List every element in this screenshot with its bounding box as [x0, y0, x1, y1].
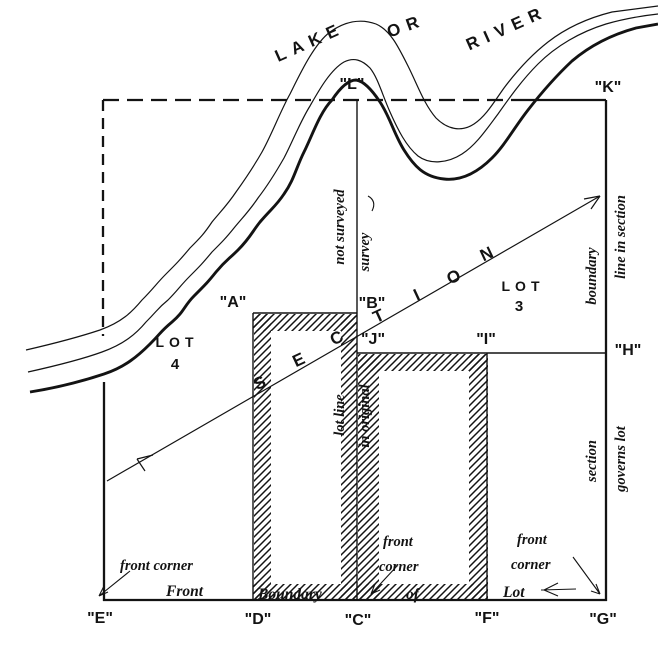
section-letter-i: I [411, 285, 423, 304]
river [25, 5, 658, 394]
corner-label-B: "B" [359, 295, 386, 312]
note-corner-c: corner [379, 559, 419, 575]
lot4-label: LOT [156, 334, 199, 350]
note-corner-g: corner [511, 557, 551, 573]
lot4-number: 4 [171, 356, 180, 373]
leader-arrow-E [98, 570, 131, 597]
leader-survey-hook [367, 195, 375, 212]
river-bank-outer [25, 5, 658, 351]
note-front-word: Front [165, 583, 204, 600]
lot3-number: 3 [515, 298, 523, 315]
leader-arrow-G [572, 556, 601, 595]
note-lot-line: lot line [332, 394, 348, 436]
corner-label-D: "D" [245, 611, 272, 628]
hatch-strip-JC-right [358, 355, 379, 600]
river-bank-inner-thick [29, 22, 658, 394]
bottom-annotations: front corner Front Boundary front corner… [120, 532, 551, 603]
corner-label-J: "J" [361, 331, 385, 348]
corner-label-H: "H" [615, 342, 642, 359]
river-bank-middle [27, 13, 658, 373]
section-letter-n: N [477, 243, 496, 265]
corner-label-G: "G" [589, 611, 617, 628]
rotated-notes: not surveyed survey lot line in original… [332, 189, 629, 493]
corner-label-I: "I" [476, 331, 496, 348]
lot-lines [252, 100, 606, 600]
lot3-label: LOT [502, 278, 545, 294]
section-letter-e: E [290, 349, 308, 371]
note-not-surveyed: not surveyed [332, 189, 348, 265]
corner-label-K: "K" [595, 79, 622, 96]
note-line-in-section: line in section [613, 195, 629, 279]
corner-label-F: "F" [475, 610, 500, 627]
hatch-strip-AB [253, 314, 357, 331]
note-governs-lot: governs lot [613, 425, 629, 493]
section-arrow-head-upper [583, 195, 601, 210]
note-section: section [584, 440, 600, 483]
note-boundary-word: Boundary [257, 586, 322, 603]
leader-arrows [98, 195, 601, 597]
water-word-river: RIVER [463, 2, 550, 55]
leader-arrow-C [370, 565, 398, 595]
water-word-or: OR [384, 10, 428, 41]
section-boundaries [101, 98, 608, 602]
note-of-word: of [406, 586, 421, 603]
hatch-strip-AD [254, 314, 271, 600]
note-front-corner-e: front corner [120, 558, 193, 574]
hatch-strip-BC-left [341, 316, 357, 600]
hatch-strip-IF [469, 354, 488, 600]
section-arrow [106, 195, 601, 482]
note-front-c: front [383, 534, 414, 550]
corner-label-A: "A" [220, 294, 247, 311]
corner-label-C: "C" [345, 612, 372, 629]
note-survey: survey [357, 232, 373, 272]
water-word-lake: LAKE [272, 18, 348, 66]
section-arrow-line [106, 195, 601, 482]
corner-labels: "L" "K" "A" "B" "J" "I" "H" "E" "D" "C" … [87, 76, 641, 629]
corner-label-E: "E" [87, 610, 113, 627]
hatch-strip-JI [358, 354, 487, 371]
hatch-strip-DF-bottom [253, 584, 487, 600]
note-front-g: front [517, 532, 548, 548]
section-arrow-head-lower [136, 454, 154, 472]
lot-labels: LOT 3 LOT 4 [156, 278, 545, 373]
note-boundary: boundary [584, 247, 600, 305]
fixed-boundary-hatching [253, 314, 488, 600]
water-name: LAKE OR RIVER [272, 2, 550, 66]
note-lot-word: Lot [502, 584, 525, 601]
corner-label-L: "L" [340, 76, 365, 93]
note-in-original: in original [357, 384, 373, 447]
leader-lot [540, 582, 577, 597]
